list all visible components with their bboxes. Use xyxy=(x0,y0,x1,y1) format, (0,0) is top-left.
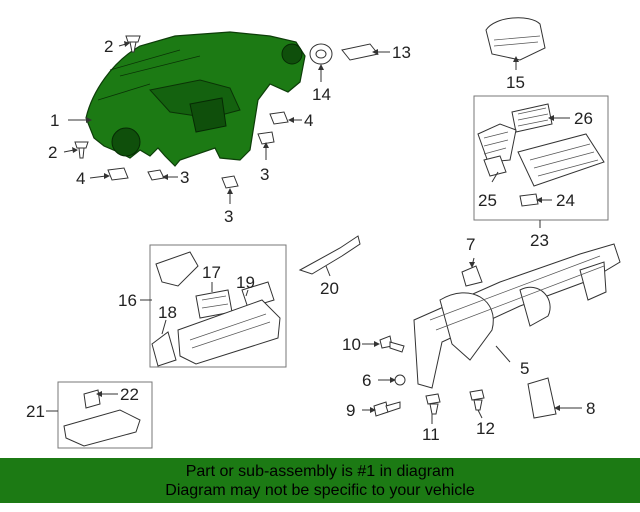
callout-21[interactable]: 21 xyxy=(26,402,45,421)
callout-6[interactable]: 6 xyxy=(362,371,371,390)
clip-part-25[interactable] xyxy=(483,155,507,177)
notice-line-1: Part or sub-assembly is #1 in diagram xyxy=(185,463,455,480)
callout-14[interactable]: 14 xyxy=(312,85,331,104)
bracket-part-16[interactable] xyxy=(155,251,199,287)
group-box-23 xyxy=(473,95,609,221)
bolt-part-10[interactable] xyxy=(379,335,405,353)
vent-part-15[interactable] xyxy=(485,17,546,61)
vent-part-23-left[interactable] xyxy=(477,123,517,163)
screw-part-2[interactable] xyxy=(125,35,141,53)
instrument-panel-part-1[interactable] xyxy=(85,31,306,167)
bracket-part-7[interactable] xyxy=(461,265,483,287)
callout-17[interactable]: 17 xyxy=(202,263,221,282)
nut-part-6[interactable] xyxy=(394,374,406,386)
screw-part-2-lower[interactable] xyxy=(74,141,89,159)
callout-22[interactable]: 22 xyxy=(120,385,139,404)
notice-banner: Part or sub-assembly is #1 in diagram Di… xyxy=(0,458,640,503)
callout-2[interactable]: 2 xyxy=(104,37,113,56)
bracket-part-8[interactable] xyxy=(527,377,557,419)
callout-5[interactable]: 5 xyxy=(520,359,529,378)
callout-19[interactable]: 19 xyxy=(236,273,255,292)
panel-part-18[interactable] xyxy=(151,331,177,367)
callout-3[interactable]: 3 xyxy=(180,168,189,187)
callout-4[interactable]: 4 xyxy=(304,111,313,130)
callout-7[interactable]: 7 xyxy=(466,235,475,254)
bolt-part-9[interactable] xyxy=(373,401,401,417)
callout-18[interactable]: 18 xyxy=(158,303,177,322)
callout-1[interactable]: 1 xyxy=(50,111,59,130)
bracket-part-21[interactable] xyxy=(63,389,141,447)
callout-9[interactable]: 9 xyxy=(346,401,355,420)
leader-lines xyxy=(46,41,582,424)
group-box-21 xyxy=(57,381,153,449)
clip-part-24[interactable] xyxy=(519,193,539,207)
callout-12[interactable]: 12 xyxy=(476,419,495,438)
bolt-part-11[interactable] xyxy=(425,393,441,415)
callout-3[interactable]: 3 xyxy=(224,207,233,226)
callout-25[interactable]: 25 xyxy=(478,191,497,210)
notice-line-2: Diagram may not be specific to your vehi… xyxy=(165,482,475,499)
parts-diagram: 1 2 2 3 3 3 4 4 5 6 7 8 9 10 11 12 13 14… xyxy=(26,17,621,449)
callout-24[interactable]: 24 xyxy=(556,191,575,210)
bracket-part-20[interactable] xyxy=(298,235,361,275)
callout-20[interactable]: 20 xyxy=(320,279,339,298)
callout-2[interactable]: 2 xyxy=(48,143,57,162)
callout-13[interactable]: 13 xyxy=(392,43,411,62)
center-vent-part-23[interactable] xyxy=(517,133,605,187)
bolt-part-12[interactable] xyxy=(469,389,485,411)
trim-part-19[interactable] xyxy=(241,281,275,309)
group-box-16 xyxy=(149,244,287,368)
callout-4[interactable]: 4 xyxy=(76,169,85,188)
callout-11[interactable]: 11 xyxy=(422,425,440,444)
vent-part-26[interactable] xyxy=(511,103,553,133)
callout-23[interactable]: 23 xyxy=(530,231,549,250)
callout-16[interactable]: 16 xyxy=(118,291,137,310)
clip-part-4[interactable] xyxy=(107,111,289,181)
knob-part-14[interactable] xyxy=(309,43,333,65)
cross-beam-part-5[interactable] xyxy=(413,243,621,389)
callout-26[interactable]: 26 xyxy=(574,109,593,128)
callout-8[interactable]: 8 xyxy=(586,399,595,418)
callout-3[interactable]: 3 xyxy=(260,165,269,184)
callout-10[interactable]: 10 xyxy=(342,335,361,354)
glove-box-part-16[interactable] xyxy=(177,299,281,365)
callout-15[interactable]: 15 xyxy=(506,73,525,92)
